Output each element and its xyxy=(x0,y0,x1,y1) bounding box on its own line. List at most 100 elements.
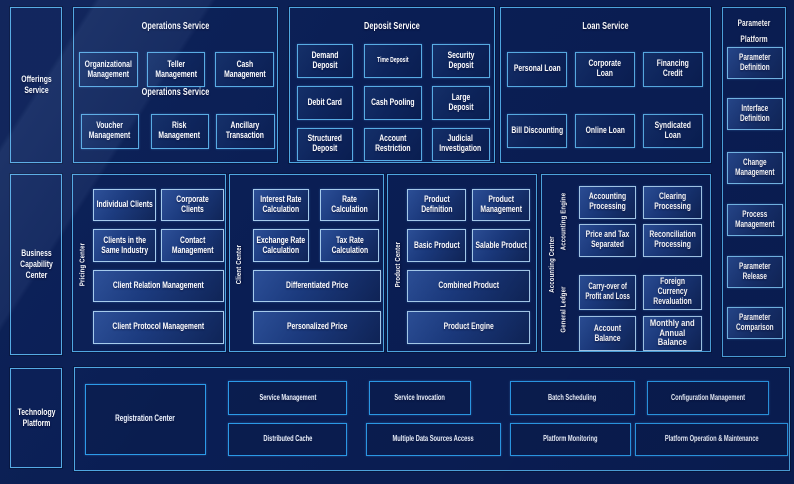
group-client-center: Client Center Interest Rate Calculation … xyxy=(229,174,384,352)
vlabel-accounting-engine: Accounting Engine xyxy=(556,179,570,263)
box-teller-management: Teller Management xyxy=(147,52,205,87)
box-rate-calculation: Rate Calculation xyxy=(320,189,379,221)
box-label: Security Deposit xyxy=(447,50,474,71)
box-bill-discounting: Bill Discounting xyxy=(507,113,567,148)
box-parameter-comparison: Parameter Comparison xyxy=(727,307,783,339)
box-label: Time Deposit xyxy=(377,57,409,65)
group-pricing-center: Pricing Center Individual Clients Corpor… xyxy=(72,174,226,352)
box-structured-deposit: Structured Deposit xyxy=(297,127,353,161)
box-configuration-management: Configuration Management xyxy=(647,381,769,415)
box-label: Change Management xyxy=(735,156,775,177)
box-parameter-definition: Parameter Definition xyxy=(727,46,783,79)
rail-label: Business Capability Center xyxy=(19,248,53,281)
box-label: Contact Management xyxy=(171,234,214,256)
box-label: Individual Clients xyxy=(96,199,153,211)
box-label: Product Engine xyxy=(443,321,494,333)
title-deposit-service: Deposit Service xyxy=(364,21,420,32)
box-change-management: Change Management xyxy=(727,151,783,184)
group-operations-service: Operations Service Organizational Manage… xyxy=(73,7,278,163)
box-risk-management: Risk Management xyxy=(150,114,209,149)
box-label: Parameter Release xyxy=(739,261,771,281)
box-accounting-processing: Accounting Processing xyxy=(579,186,636,219)
vlabel-product-center: Product Center xyxy=(388,175,406,353)
box-label: Exchange Rate Calculation xyxy=(256,234,306,256)
box-platform-monitoring: Platform Monitoring xyxy=(509,422,631,456)
box-product-management: Product Management xyxy=(472,189,530,221)
box-time-deposit: Time Deposit xyxy=(364,44,422,78)
box-label: Judicial Investigation xyxy=(439,133,482,155)
box-label: Configuration Management xyxy=(670,392,746,402)
box-label: Registration Center xyxy=(115,413,176,424)
box-distributed-cache: Distributed Cache xyxy=(228,422,347,456)
box-tax-rate-calculation: Tax Rate Calculation xyxy=(320,229,379,262)
box-label: Teller Management xyxy=(155,58,197,80)
box-voucher-management: Voucher Management xyxy=(80,114,139,149)
box-interface-definition: Interface Definition xyxy=(727,97,783,130)
box-exchange-rate-calculation: Exchange Rate Calculation xyxy=(253,229,309,262)
box-label: Product Definition xyxy=(420,194,453,215)
box-label: Ancillary Transaction xyxy=(225,120,265,142)
box-corporate-loan: Corporate Loan xyxy=(575,52,635,87)
box-label: Multiple Data Sources Access xyxy=(392,434,474,444)
box-label: Clearing Processing xyxy=(653,191,691,213)
box-individual-clients: Individual Clients xyxy=(93,189,156,221)
box-label: Clients in the Same Industry xyxy=(101,234,148,256)
box-service-invocation: Service Invocation xyxy=(369,381,471,415)
box-label: Rate Calculation xyxy=(331,194,368,215)
box-monthly-and-annual-balance: Monthly and Annual Balance xyxy=(643,316,702,351)
box-label: Personalized Price xyxy=(286,321,348,333)
box-label: Reconciliation Processing xyxy=(649,229,696,250)
box-differentiated-price: Differentiated Price xyxy=(253,269,381,302)
box-label: Batch Scheduling xyxy=(547,392,597,402)
box-label: Cash Pooling xyxy=(371,96,415,108)
box-financing-credit: Financing Credit xyxy=(643,52,703,87)
vertical-label-text: General Ledger xyxy=(558,285,568,333)
box-label: Interface Definition xyxy=(740,102,770,123)
box-label: Price and Tax Separated xyxy=(585,229,630,250)
box-debit-card: Debit Card xyxy=(297,86,353,120)
box-client-relation-management: Client Relation Management xyxy=(93,269,224,302)
box-process-management: Process Management xyxy=(727,203,783,236)
rail-label: Offerings Service xyxy=(20,74,52,96)
box-label: Personal Loan xyxy=(513,63,561,75)
vlabel-pricing-center: Pricing Center xyxy=(73,175,91,353)
box-label: Process Management xyxy=(735,208,775,229)
box-cash-management: Cash Management xyxy=(215,52,274,87)
box-client-protocol-management: Client Protocol Management xyxy=(93,311,224,344)
group-parameter-platform: Parameter Platform Parameter Definition … xyxy=(722,7,786,357)
box-label: Product Management xyxy=(480,194,522,215)
group-deposit-service: Deposit Service Demand Deposit Time Depo… xyxy=(289,7,495,163)
vlabel-client-center: Client Center xyxy=(230,175,248,353)
rail-business-capability-center: Business Capability Center xyxy=(10,174,62,355)
box-combined-product: Combined Product xyxy=(407,269,530,302)
title-loan-service: Loan Service xyxy=(582,21,629,32)
box-registration-center: Registration Center xyxy=(85,383,206,455)
box-clients-in-the-same-industry: Clients in the Same Industry xyxy=(93,229,156,262)
box-label: Differentiated Price xyxy=(285,279,349,291)
box-label: Structured Deposit xyxy=(307,133,343,155)
box-product-definition: Product Definition xyxy=(407,189,466,221)
box-carry-over-of-profit-and-loss: Carry-over of Profit and Loss xyxy=(579,274,636,310)
box-syndicated-loan: Syndicated Loan xyxy=(643,113,703,148)
box-label: Carry-over of Profit and Loss xyxy=(585,281,630,302)
box-clearing-processing: Clearing Processing xyxy=(643,186,702,219)
box-label: Platform Operation & Maintenance xyxy=(664,434,759,444)
box-label: Large Deposit xyxy=(448,91,473,113)
box-label: Foreign Currency Revaluation xyxy=(652,276,692,307)
box-price-and-tax-separated: Price and Tax Separated xyxy=(579,223,636,257)
box-batch-scheduling: Batch Scheduling xyxy=(509,381,635,415)
box-label: Salable Product xyxy=(475,239,527,251)
box-foreign-currency-revaluation: Foreign Currency Revaluation xyxy=(643,274,702,310)
box-label: Corporate Clients xyxy=(176,194,209,215)
box-label: Accounting Processing xyxy=(588,191,627,213)
group-accounting-center: Accounting Center Accounting Engine Gene… xyxy=(541,174,711,352)
box-label: Corporate Loan xyxy=(588,58,621,80)
box-ancillary-transaction: Ancillary Transaction xyxy=(215,114,275,149)
vertical-label-text: Product Center xyxy=(392,241,402,287)
box-account-balance: Account Balance xyxy=(579,316,636,351)
vlabel-general-ledger: General Ledger xyxy=(556,267,570,351)
box-large-deposit: Large Deposit xyxy=(431,86,490,120)
vertical-label-text: Pricing Center xyxy=(77,242,87,286)
box-label: Debit Card xyxy=(307,96,343,108)
